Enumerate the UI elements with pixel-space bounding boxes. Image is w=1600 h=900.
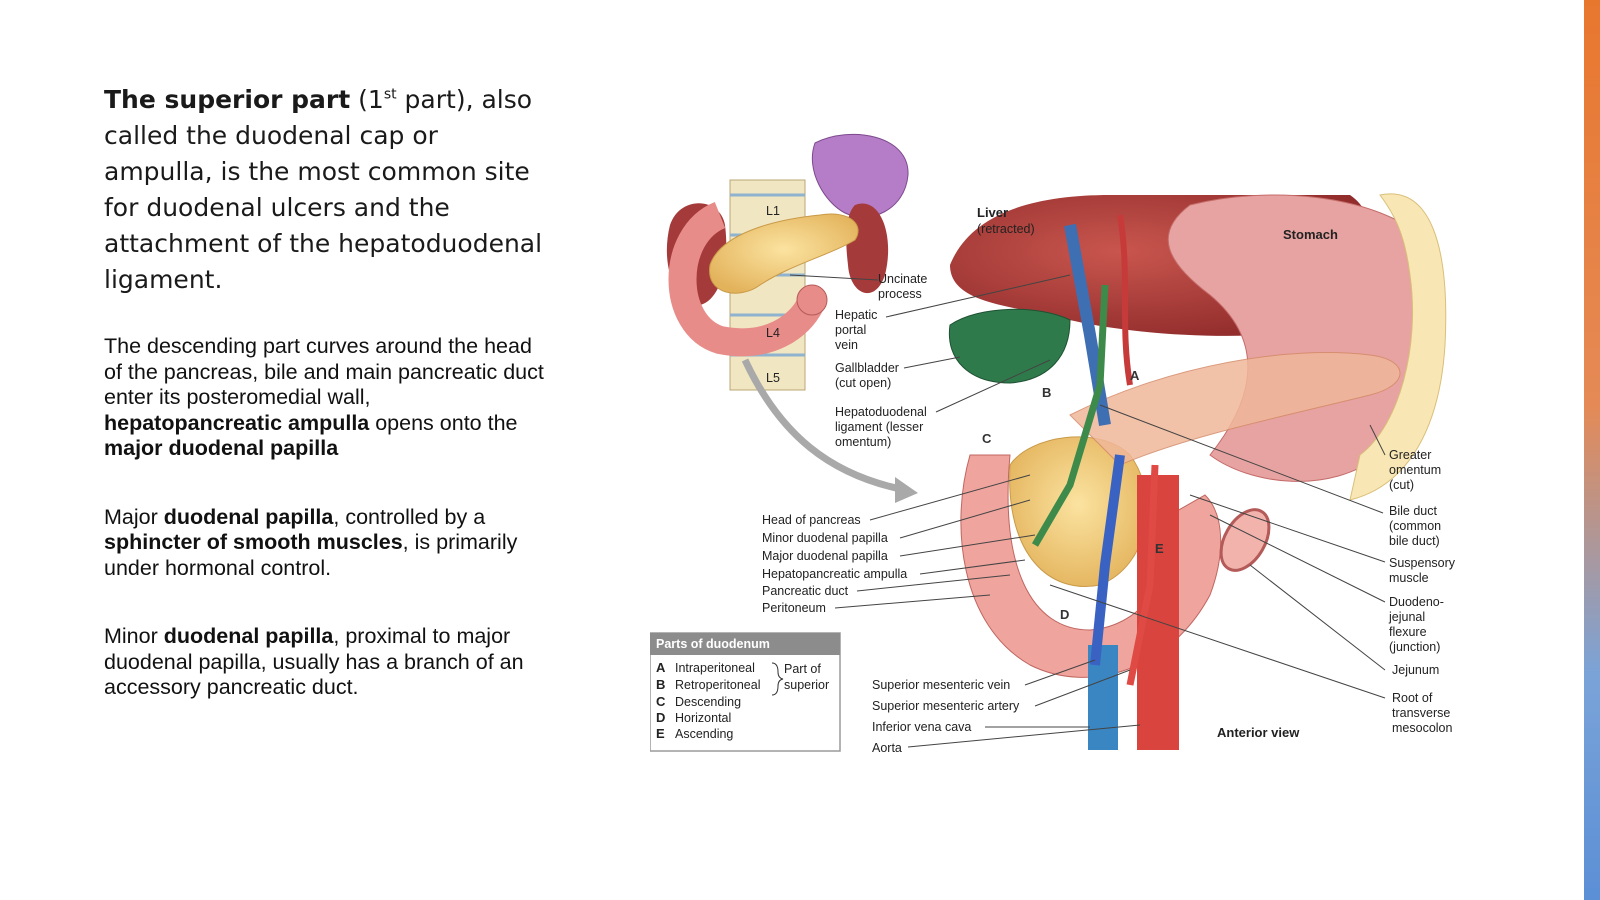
label-duodenojejunal-flexure: Duodeno- (1389, 595, 1444, 609)
legend-row-e: Ascending (675, 727, 733, 741)
svg-text:vein: vein (835, 338, 858, 352)
letter-c: C (982, 431, 992, 446)
paragraph-descending-part: The descending part curves around the he… (104, 334, 544, 460)
letter-b: B (1042, 385, 1051, 400)
sup-mes-vein-shape (1090, 454, 1125, 666)
letter-e: E (1155, 541, 1164, 556)
stomach-shape (1167, 194, 1435, 482)
label-hepatopancreatic-ampulla: Hepatopancreatic ampulla (762, 567, 907, 581)
bold-term: The superior part (104, 85, 351, 114)
svg-text:flexure: flexure (1389, 625, 1427, 639)
svg-text:B: B (656, 677, 665, 692)
inset-duodenum (668, 202, 823, 357)
legend-title: Parts of duodenum (656, 637, 770, 651)
bile-duct-shape (1031, 284, 1109, 547)
gallbladder-shape (948, 308, 1071, 384)
sup-mes-artery-shape (1126, 464, 1159, 686)
svg-text:omentum): omentum) (835, 435, 891, 449)
inset-pancreas (709, 213, 859, 294)
greater-omentum-shape (1349, 193, 1447, 501)
paragraph-major-papilla: Major duodenal papilla, controlled by a … (104, 504, 518, 580)
letter-a: A (1130, 368, 1140, 383)
jejunum-cut-shape (1219, 508, 1271, 572)
svg-text:transverse: transverse (1392, 706, 1450, 720)
svg-text:jejunal: jejunal (1388, 610, 1425, 624)
anatomy-illustration: L1 L4 L5 A B C D E (650, 133, 1456, 755)
vertebra-l1-label: L1 (766, 204, 780, 218)
label-suspensory-muscle: Suspensory (1389, 556, 1456, 570)
label-bile-duct: Bile duct (1389, 504, 1437, 518)
svg-text:omentum: omentum (1389, 463, 1441, 477)
svg-text:portal: portal (835, 323, 866, 337)
label-anterior-view: Anterior view (1217, 725, 1300, 740)
inset-jejunum-cut (796, 284, 828, 316)
duodenum-anatomy-figure: L1 L4 L5 A B C D E (650, 125, 1500, 775)
label-hepatic-portal-vein: Hepatic (835, 308, 877, 322)
svg-text:superior: superior (784, 678, 829, 692)
svg-text:C: C (656, 694, 666, 709)
inset-pointer-arrow (741, 358, 906, 494)
svg-text:(junction): (junction) (1389, 640, 1440, 654)
svg-text:process: process (878, 287, 922, 301)
label-major-duodenal-papilla: Major duodenal papilla (762, 549, 888, 563)
label-superior-mesenteric-artery: Superior mesenteric artery (872, 699, 1020, 713)
label-inferior-vena-cava: Inferior vena cava (872, 720, 971, 734)
svg-text:muscle: muscle (1389, 571, 1429, 585)
pancreas-body-shape (1069, 352, 1401, 466)
label-head-of-pancreas: Head of pancreas (762, 513, 861, 527)
label-hepatoduodenal-ligament: Hepatoduodenal (835, 405, 927, 419)
svg-text:(cut open): (cut open) (835, 376, 891, 390)
letter-d: D (1060, 607, 1069, 622)
leader-lines (789, 274, 1386, 748)
legend-row-b: Retroperitoneal (675, 678, 760, 692)
label-liver: Liver (977, 205, 1008, 220)
vertebra-l5-label: L5 (766, 371, 780, 385)
legend-brace (771, 662, 784, 696)
main-anatomy (948, 193, 1447, 750)
label-superior-mesenteric-vein: Superior mesenteric vein (872, 678, 1010, 692)
label-gallbladder: Gallbladder (835, 361, 899, 375)
label-stomach: Stomach (1283, 227, 1338, 242)
svg-text:Part of: Part of (784, 662, 821, 676)
label-root-of-transverse-mesocolon: Root of (1392, 691, 1433, 705)
svg-text:A: A (656, 660, 666, 675)
label-peritoneum: Peritoneum (762, 601, 826, 615)
svg-text:D: D (656, 710, 665, 725)
legend-row-d: Horizontal (675, 711, 731, 725)
label-pancreatic-duct: Pancreatic duct (762, 584, 849, 598)
label-jejunum: Jejunum (1392, 663, 1439, 677)
paragraph-superior-part: The superior part (1st part), also calle… (104, 85, 543, 294)
parts-of-duodenum-legend: Parts of duodenum A Intraperitoneal B Re… (650, 632, 841, 752)
label-minor-duodenal-papilla: Minor duodenal papilla (762, 531, 888, 545)
hepatic-artery-shape (1117, 214, 1133, 386)
legend-row-a: Intraperitoneal (675, 661, 755, 675)
spleen-shape (811, 133, 909, 218)
svg-text:(retracted): (retracted) (977, 222, 1035, 236)
label-greater-omentum: Greater (1389, 448, 1431, 462)
svg-text:ligament (lesser: ligament (lesser (835, 420, 923, 434)
svg-text:(common: (common (1389, 519, 1441, 533)
text-column: The superior part (1st part), also calle… (104, 82, 544, 744)
svg-text:mesocolon: mesocolon (1392, 721, 1452, 735)
paragraph-minor-papilla: Minor duodenal papilla, proximal to majo… (104, 624, 524, 699)
inset-overview: L1 L4 L5 (666, 133, 918, 503)
label-uncinate-process: Uncinate (878, 272, 927, 286)
vertebra-l4-label: L4 (766, 326, 780, 340)
label-aorta: Aorta (872, 741, 902, 755)
svg-text:(cut): (cut) (1389, 478, 1414, 492)
inset-arrowhead (895, 477, 918, 503)
svg-text:E: E (656, 726, 665, 741)
slide-accent-bar (1584, 0, 1600, 900)
svg-text:bile duct): bile duct) (1389, 534, 1440, 548)
legend-row-c: Descending (675, 695, 741, 709)
